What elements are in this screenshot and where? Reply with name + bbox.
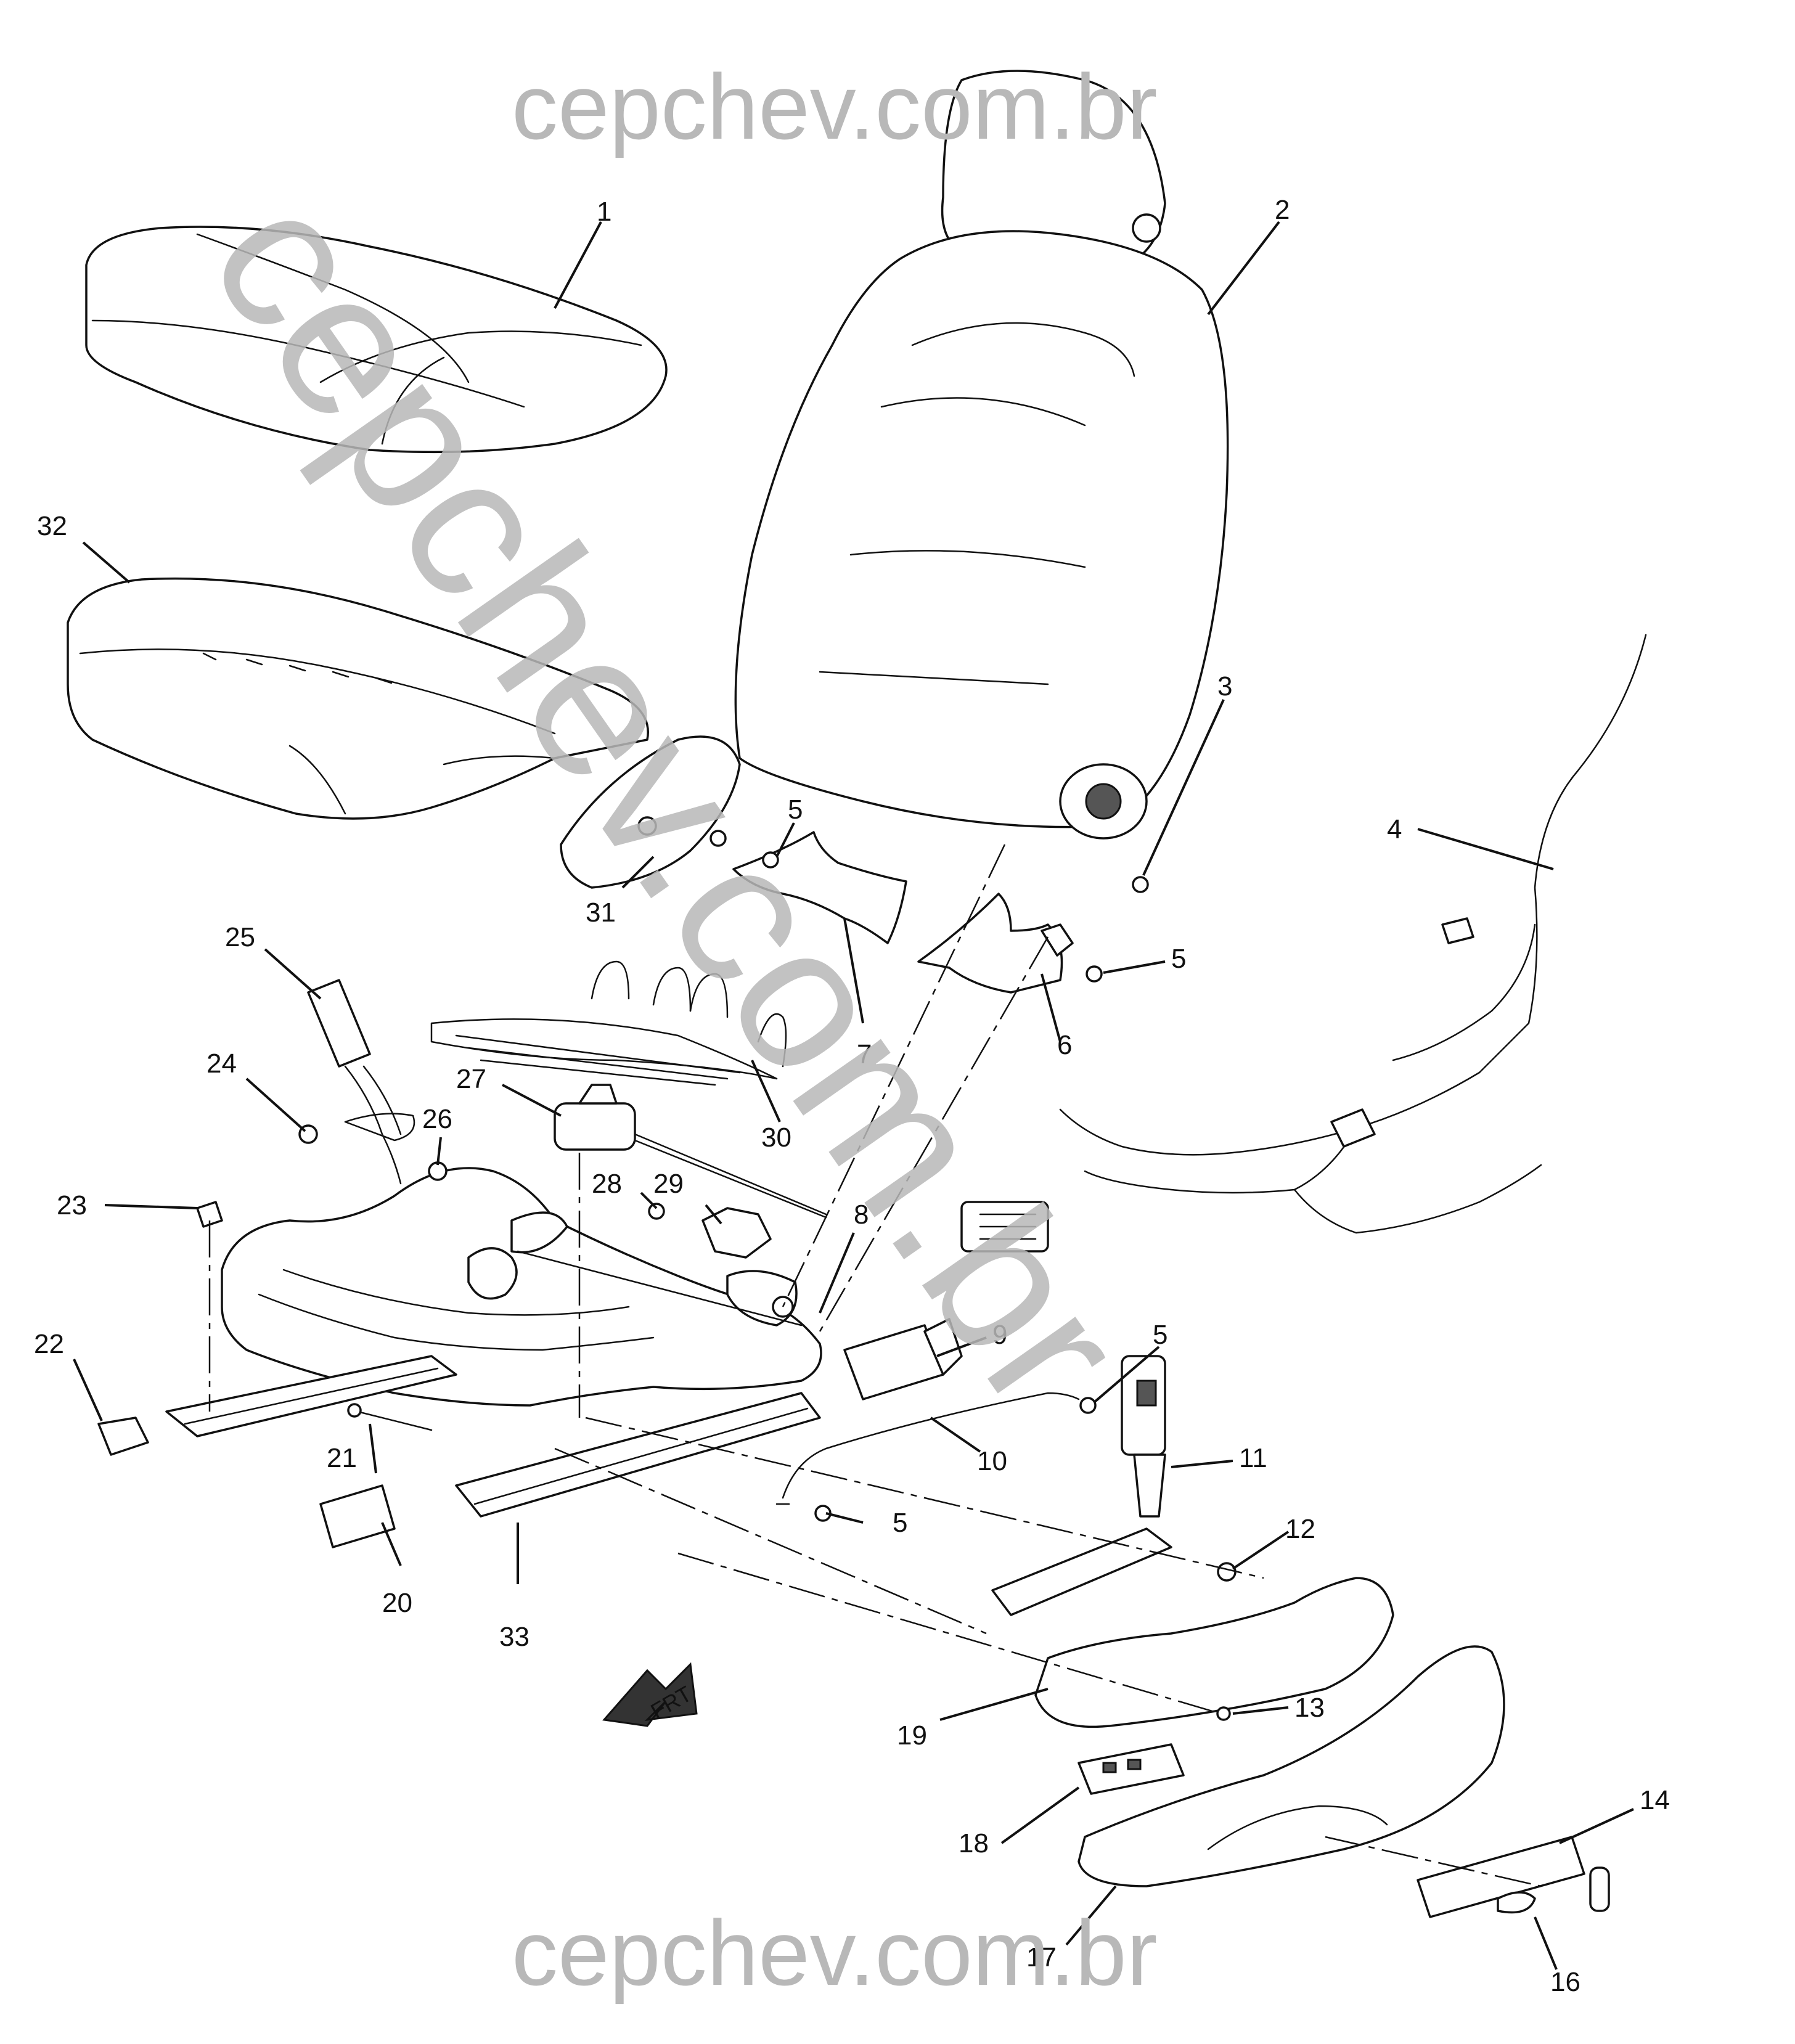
callout-16: 16: [1550, 1967, 1580, 1997]
callout-2: 2: [1275, 195, 1290, 225]
callout-5-c: 5: [1153, 1320, 1167, 1350]
callout-6: 6: [1057, 1030, 1072, 1060]
part-suspension-mat: [430, 960, 787, 1086]
part-seat-rails: [165, 1355, 821, 1518]
callout-10: 10: [977, 1446, 1007, 1476]
callout-25: 25: [225, 922, 255, 952]
callout-12: 12: [1285, 1514, 1315, 1544]
part-wiring-harness: [960, 634, 1647, 1253]
callout-27: 27: [456, 1064, 486, 1094]
part-buckle-stalk: [991, 1355, 1172, 1616]
callout-32: 32: [37, 511, 67, 541]
callout-17: 17: [1026, 1942, 1057, 1972]
callout-26: 26: [422, 1104, 452, 1134]
callout-31: 31: [586, 897, 616, 928]
callout-9: 9: [992, 1320, 1007, 1350]
callout-labels: 1 2 3 4 5 5 5 5 5 6 7 8 9 10 11 12 13 14…: [34, 195, 1670, 1997]
part-outer-trim: [1034, 1577, 1394, 1728]
callout-14: 14: [1640, 1785, 1670, 1815]
part-cable: [775, 1392, 1080, 1505]
callout-20: 20: [382, 1588, 412, 1618]
callout-33: 33: [499, 1622, 530, 1652]
callout-7: 7: [857, 1039, 872, 1069]
front-direction-marker: FRT: [602, 1662, 698, 1727]
part-seat-switch: [1077, 1743, 1185, 1795]
callout-5-a: 5: [788, 795, 803, 825]
part-seat-cushion-pad: [67, 577, 649, 820]
callout-3: 3: [1217, 671, 1232, 701]
part-seat-cushion-cover: [85, 226, 668, 454]
callout-22: 22: [34, 1329, 64, 1359]
alignment-lines: [208, 844, 1542, 1887]
part-belt-buckle: [307, 979, 415, 1185]
callout-18: 18: [959, 1828, 989, 1858]
part-bracket-29: [701, 1207, 772, 1259]
callout-23: 23: [57, 1190, 87, 1220]
part-height-motor: [554, 1084, 827, 1219]
callout-28: 28: [592, 1169, 622, 1199]
part-recliner-bracket: [917, 893, 1074, 994]
callout-1: 1: [597, 197, 611, 227]
callout-8: 8: [854, 1200, 869, 1230]
callout-11: 11: [1239, 1443, 1267, 1473]
callout-4: 4: [1387, 814, 1402, 844]
callout-5-d: 5: [893, 1508, 907, 1538]
callout-24: 24: [206, 1049, 237, 1079]
part-seat-back: [734, 70, 1229, 840]
part-side-shield: [560, 735, 741, 889]
callout-19: 19: [897, 1720, 927, 1751]
leader-lines: [73, 221, 1634, 1970]
callout-29: 29: [653, 1169, 684, 1199]
part-lower-side-shield: [1077, 1645, 1505, 1887]
part-lower-motor: [319, 1403, 433, 1548]
front-arrow-icon: [602, 1662, 698, 1727]
watermark-top: cepchev.com.br: [512, 55, 1158, 158]
callout-30: 30: [761, 1122, 791, 1153]
callout-21: 21: [327, 1443, 357, 1473]
watermark-bottom: cepchev.com.br: [512, 1901, 1158, 2005]
part-switch-bezel: [1417, 1836, 1610, 1918]
callout-5-b: 5: [1171, 944, 1186, 974]
part-seat-frame: [221, 1167, 822, 1407]
callout-13: 13: [1294, 1693, 1325, 1723]
part-recline-motor: [843, 1318, 963, 1400]
